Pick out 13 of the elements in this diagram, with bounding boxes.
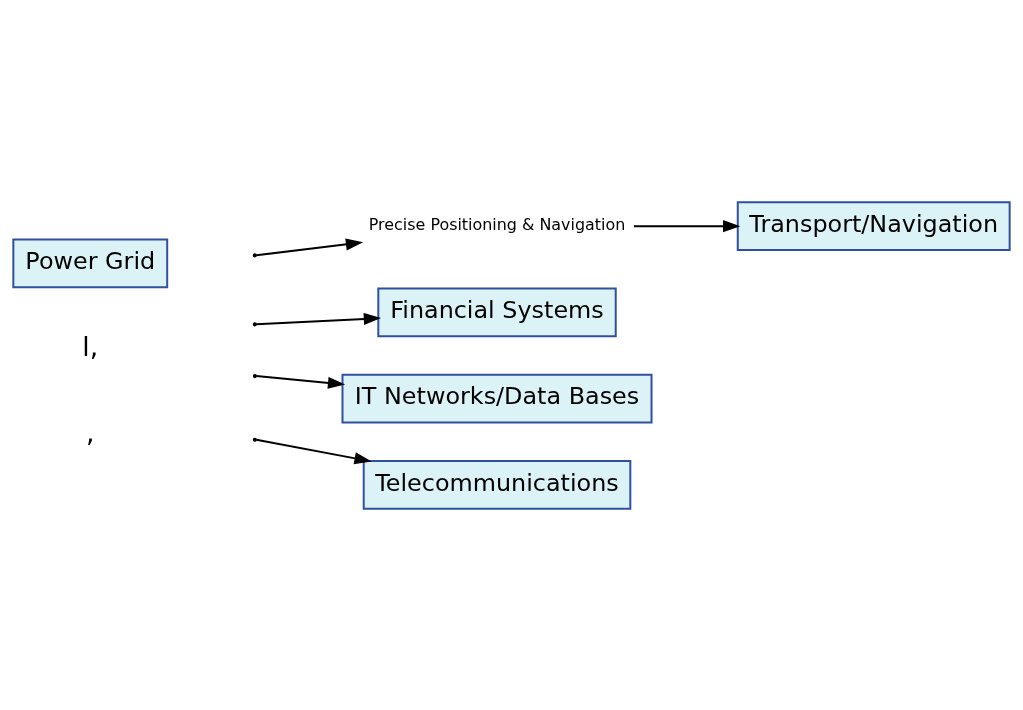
- arrow: [255, 312, 382, 325]
- arrow: [255, 438, 372, 464]
- arrow: [255, 374, 346, 389]
- node-box: Telecommunications: [362, 459, 632, 510]
- label: ,: [86, 416, 95, 448]
- arrow: [255, 237, 364, 256]
- node-box: Financial Systems: [377, 287, 617, 337]
- node-box: Transport/Navigation: [736, 200, 1011, 251]
- node-box: Power Grid: [12, 237, 169, 288]
- arrow: [632, 219, 741, 232]
- label: l,: [82, 330, 99, 362]
- node-box: IT Networks/Data Bases: [341, 373, 653, 423]
- node-text: Precise Positioning & Navigation: [368, 214, 626, 234]
